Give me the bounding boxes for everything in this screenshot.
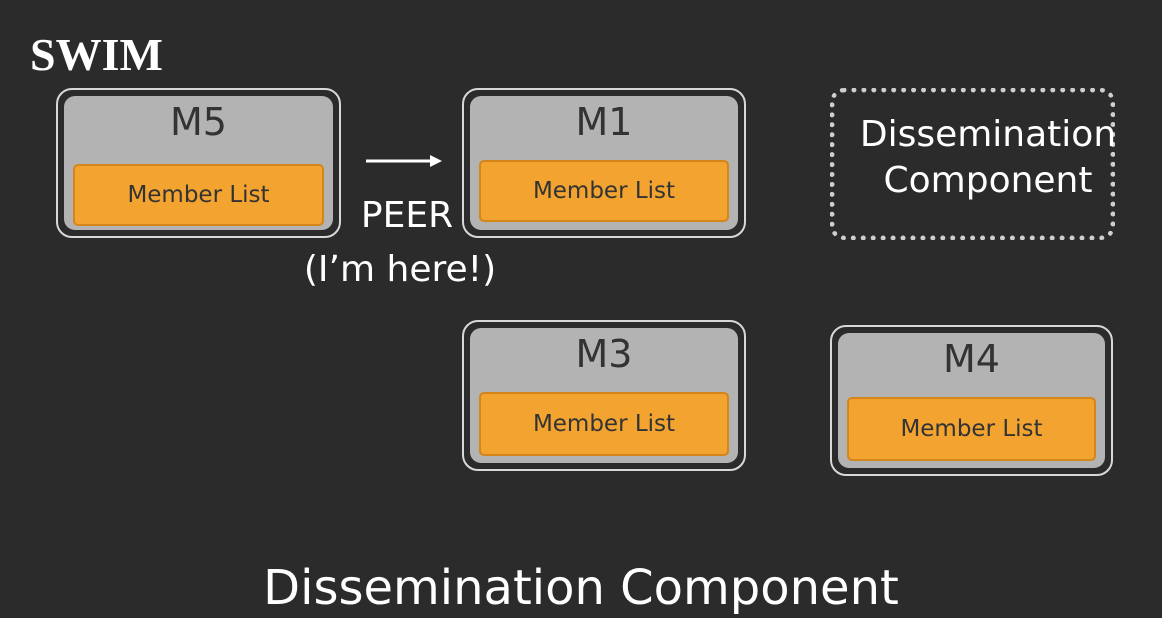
member-node-m5: M5 Member List xyxy=(56,88,341,238)
dissemination-label-line2: Component xyxy=(883,160,1093,201)
member-name: M5 xyxy=(170,100,227,144)
member-name: M4 xyxy=(943,337,1000,381)
dissemination-component-label: Dissemination Component xyxy=(858,112,1118,204)
member-name: M3 xyxy=(575,332,633,376)
member-node-body: M1 Member List xyxy=(470,96,738,230)
bottom-title: Dissemination Component xyxy=(263,560,899,616)
member-name: M1 xyxy=(575,100,633,144)
member-node-body: M3 Member List xyxy=(470,328,738,463)
dissemination-component-box xyxy=(830,88,1115,240)
member-list-box: Member List xyxy=(73,164,324,226)
dissemination-label-line1: Dissemination xyxy=(859,114,1117,155)
message-type-label: PEER xyxy=(360,195,454,236)
member-node-m1: M1 Member List xyxy=(462,88,746,238)
message-text-label: (I’m here!) xyxy=(303,249,497,290)
member-node-body: M4 Member List xyxy=(838,333,1105,468)
member-node-m3: M3 Member List xyxy=(462,320,746,471)
member-node-m4: M4 Member List xyxy=(830,325,1113,476)
slide-title: SWIM xyxy=(30,29,163,80)
member-list-box: Member List xyxy=(479,392,729,456)
member-node-body: M5 Member List xyxy=(64,96,333,230)
arrow-right-icon xyxy=(366,155,442,167)
member-list-box: Member List xyxy=(479,160,729,222)
member-list-box: Member List xyxy=(847,397,1096,461)
